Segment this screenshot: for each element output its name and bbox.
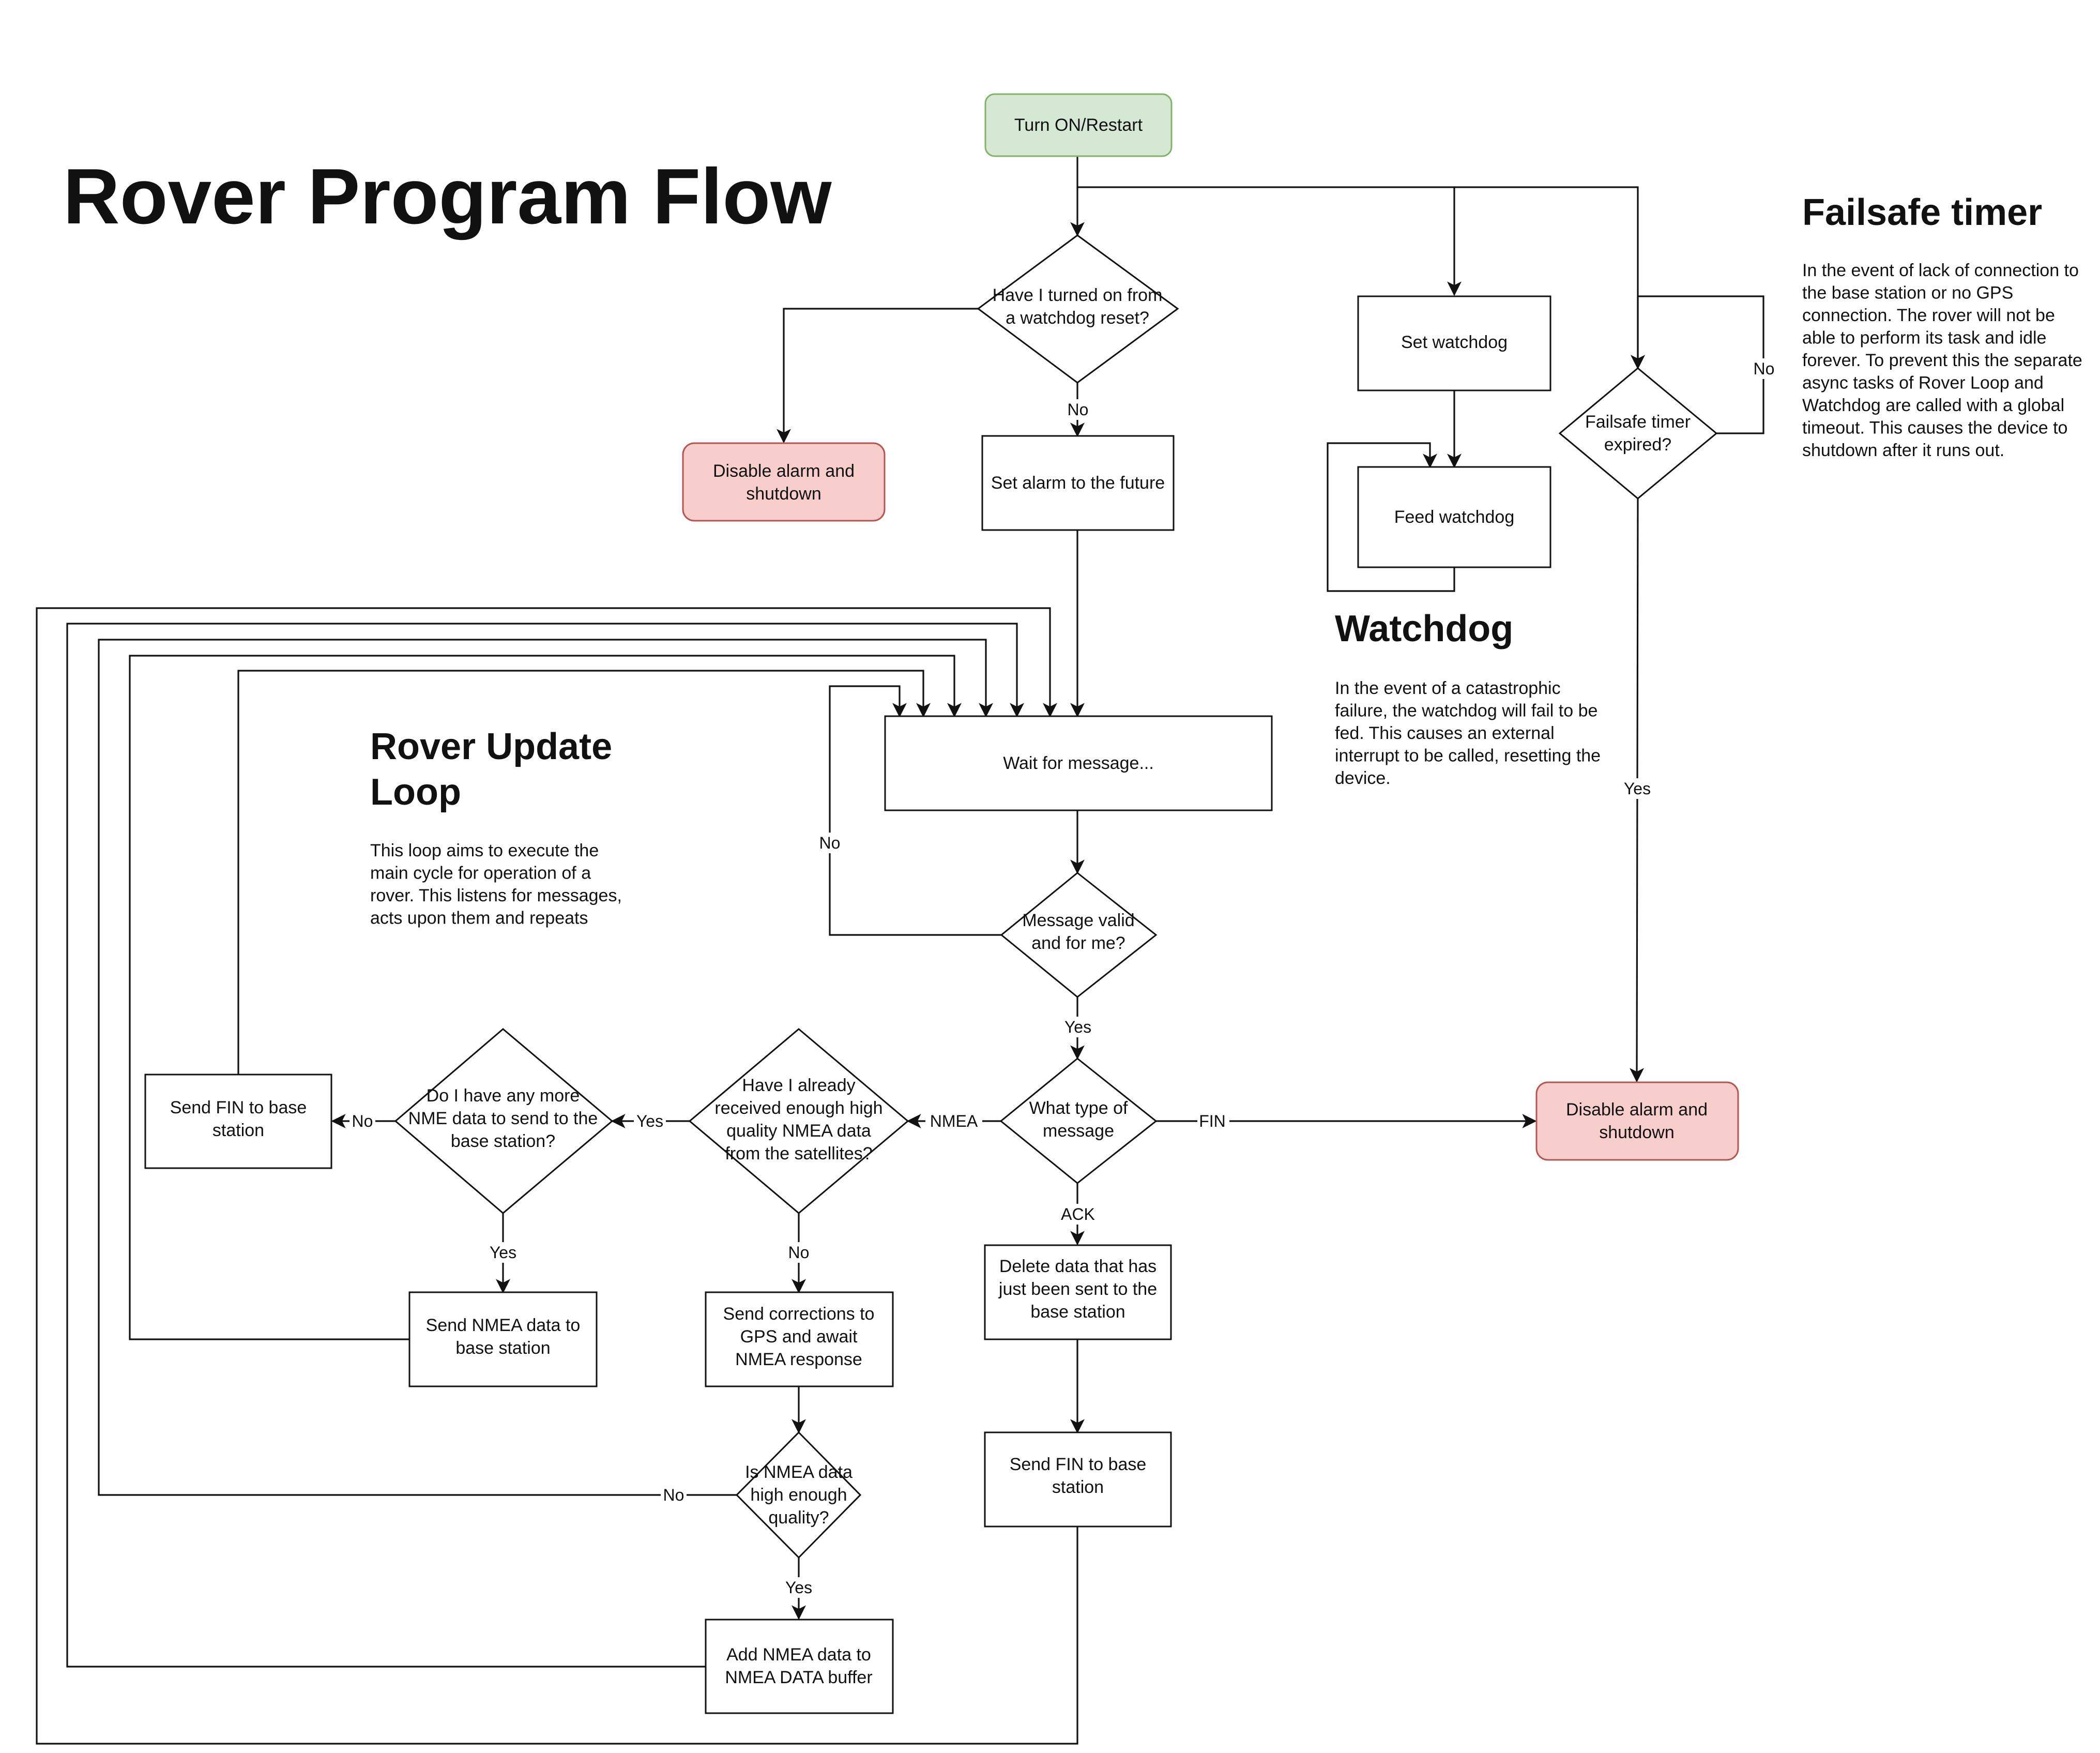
edge-label-type-fin: FIN — [1199, 1112, 1226, 1130]
decision-failsafe — [1558, 367, 1718, 500]
edge-label-more-yes: Yes — [490, 1243, 516, 1262]
edge-send-nmea-return — [129, 655, 962, 1340]
failsafe-note-title: Failsafe timer — [1802, 192, 2042, 233]
edge-label-bg — [925, 1111, 982, 1131]
decision-more-nmea — [394, 1028, 614, 1214]
watchdog-note-title: Watchdog — [1335, 608, 1513, 649]
stop-node-top — [682, 442, 886, 522]
edge-valid-no-loop — [829, 685, 1001, 936]
label-set-alarm: Set alarm to the future — [991, 473, 1165, 493]
edge-label-more-no: No — [352, 1112, 373, 1130]
nodes — [144, 93, 1739, 1714]
edge-label-bg — [783, 1577, 815, 1598]
page-title: Rover Program Flow — [63, 153, 832, 240]
process-send-fin-left — [144, 1074, 332, 1169]
label-wait-message: Wait for message... — [1003, 753, 1154, 773]
start-node — [984, 93, 1173, 157]
decision-nmea-received — [688, 1028, 909, 1214]
process-delete-data — [984, 1244, 1172, 1340]
edge-label-bg — [349, 1111, 375, 1131]
edge-label-received-yes: Yes — [636, 1112, 663, 1130]
edge-label-failsafe-no: No — [1754, 359, 1775, 378]
edge-label-failsafe-yes: Yes — [1624, 779, 1651, 798]
annotations: Rover Program Flow Failsafe timer In the… — [63, 153, 2082, 928]
process-set-watchdog — [1357, 295, 1551, 391]
edge-label-quality-yes: Yes — [785, 1578, 812, 1597]
process-feed-watchdog — [1357, 466, 1551, 568]
edge-label-quality-no: No — [663, 1486, 684, 1504]
edge-label-valid-no: No — [819, 834, 841, 852]
edge-fin-left-return — [237, 670, 931, 1075]
edge-label-bg — [786, 1242, 812, 1263]
process-send-corrections — [705, 1291, 894, 1387]
edge-add-nmea-return — [66, 623, 1024, 1668]
decision-nmea-quality — [735, 1431, 862, 1559]
stop-node-right — [1535, 1081, 1739, 1161]
process-set-alarm — [981, 435, 1175, 531]
edge-reset-to-disable-alarm — [777, 308, 978, 444]
process-send-nmea — [408, 1291, 598, 1387]
edge-label-bg — [1059, 1204, 1097, 1225]
edge-label-reset-no: No — [1068, 400, 1089, 419]
decision-watchdog-reset — [977, 234, 1179, 384]
label-turn-on: Turn ON/Restart — [1014, 115, 1143, 135]
edge-label-bg — [1621, 778, 1653, 799]
edge-fin-bottom-return — [36, 607, 1078, 1745]
edge-label-bg — [817, 833, 843, 853]
edge-label-bg — [634, 1111, 666, 1131]
edge-label-bg — [1752, 358, 1776, 379]
label-set-watchdog: Set watchdog — [1401, 333, 1508, 352]
process-wait-message — [884, 715, 1273, 811]
process-send-fin-bottom — [984, 1431, 1172, 1528]
edge-quality-no-return — [98, 639, 993, 1496]
edge-label-bg — [661, 1485, 687, 1505]
decision-message-valid — [1000, 872, 1158, 998]
process-add-nmea — [705, 1619, 894, 1714]
edge-label-bg — [487, 1242, 519, 1263]
edge-labels: No No Yes No Yes FIN NMEA ACK Yes No No … — [349, 358, 1776, 1598]
edge-label-type-ack: ACK — [1061, 1205, 1095, 1223]
edge-label-received-no: No — [788, 1243, 810, 1262]
edge-failsafe-no-loop — [1631, 295, 1764, 434]
edges — [36, 156, 1764, 1745]
edge-label-bg — [1061, 1017, 1093, 1037]
edge-label-bg — [1065, 399, 1090, 420]
edge-label-valid-yes: Yes — [1064, 1018, 1091, 1036]
decision-message-type — [999, 1057, 1158, 1184]
edge-feed-watchdog-loop — [1327, 442, 1455, 592]
label-feed-watchdog: Feed watchdog — [1394, 507, 1515, 527]
edge-label-bg — [1197, 1111, 1229, 1131]
edge-label-type-nmea: NMEA — [930, 1112, 978, 1130]
